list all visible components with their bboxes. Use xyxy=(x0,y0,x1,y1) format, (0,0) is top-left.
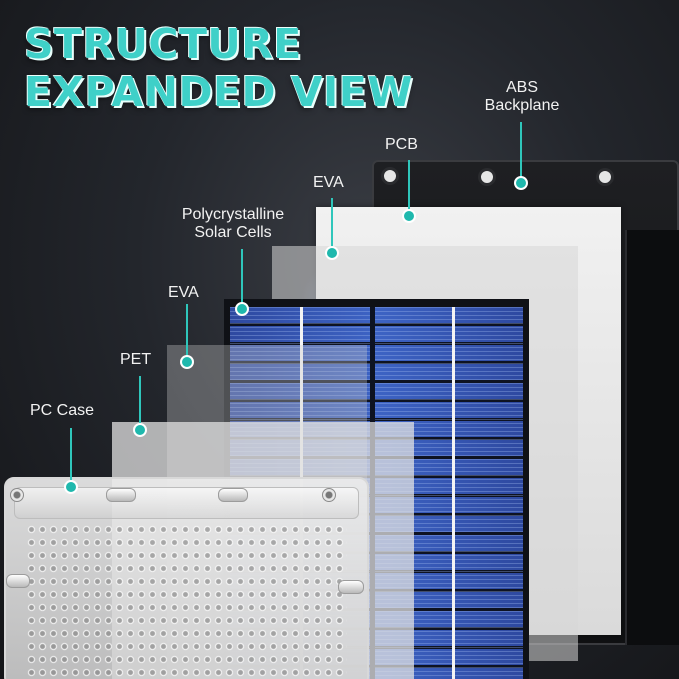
label-pc-case: PC Case xyxy=(30,402,95,419)
teal-dot-icon xyxy=(180,355,194,369)
leader-line-pc-case xyxy=(70,428,72,486)
label-eva-top: EVA xyxy=(313,174,344,191)
teal-dot-icon xyxy=(325,246,339,260)
case-screw-icon xyxy=(10,488,24,502)
case-peg-icon xyxy=(106,488,136,502)
title-line-1: STRUCTURE xyxy=(24,20,302,68)
leader-line-eva-lower xyxy=(186,304,188,362)
label-abs-line1: ABS xyxy=(505,79,538,96)
teal-dot-icon xyxy=(514,176,528,190)
case-peg-icon xyxy=(338,580,364,594)
pc-case-layer xyxy=(4,477,369,679)
title-line-2: EXPANDED VIEW xyxy=(24,68,414,116)
label-pet: PET xyxy=(120,351,152,368)
leader-line-solar-cells xyxy=(241,249,243,309)
leader-line-eva-top xyxy=(331,198,333,253)
label-abs-line2: Backplane xyxy=(484,97,560,114)
teal-dot-icon xyxy=(64,480,78,494)
leader-line-pet xyxy=(139,376,141,428)
backplane-hole-icon xyxy=(596,168,614,186)
case-texture xyxy=(26,523,347,679)
backplane-hole-icon xyxy=(381,167,399,185)
backplane-hole-icon xyxy=(478,168,496,186)
teal-dot-icon xyxy=(235,302,249,316)
teal-dot-icon xyxy=(133,423,147,437)
leader-line-pcb xyxy=(408,160,410,216)
case-peg-icon xyxy=(218,488,248,502)
case-peg-icon xyxy=(6,574,30,588)
leader-line-abs-backplane xyxy=(520,122,522,184)
case-screw-icon xyxy=(322,488,336,502)
label-cells-line2: Solar Cells xyxy=(194,224,272,241)
label-cells-line1: Polycrystalline xyxy=(181,206,285,223)
teal-dot-icon xyxy=(402,209,416,223)
busbar xyxy=(452,307,455,679)
label-eva-lower: EVA xyxy=(168,284,199,301)
backplane-side-frame xyxy=(625,230,679,645)
label-pcb: PCB xyxy=(385,136,418,153)
